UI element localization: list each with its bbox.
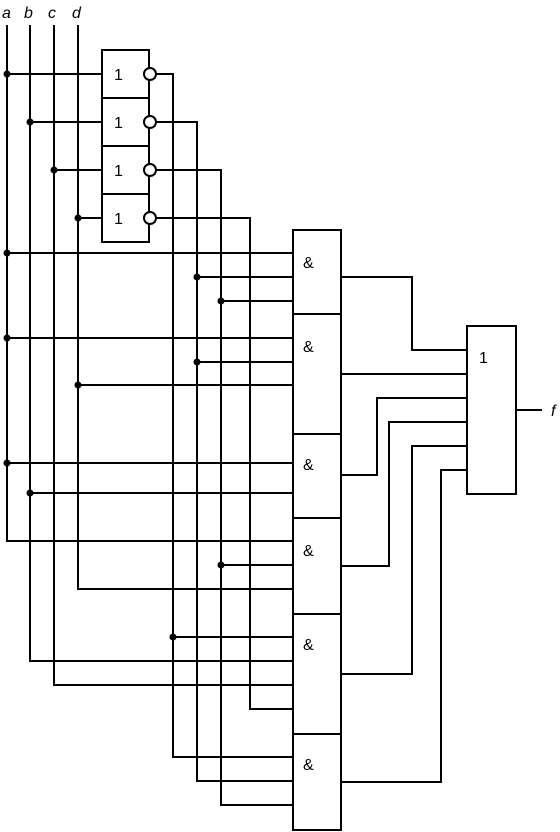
output-label-f: f [551, 403, 557, 420]
inversion-bubble-c [143, 163, 157, 177]
not-gate-d-label: 1 [114, 211, 123, 228]
and-gate-2-label: & [303, 339, 314, 356]
inversion-bubble-d [143, 211, 157, 225]
input-label-b: b [24, 5, 33, 22]
and-output-wires [340, 276, 468, 783]
input-label-c: c [48, 5, 56, 22]
not-gate-a-label: 1 [114, 67, 123, 84]
not-gate-c-label: 1 [114, 163, 123, 180]
or-gate [466, 325, 517, 495]
not-gate-b-label: 1 [114, 115, 123, 132]
and-input-wires [6, 252, 294, 806]
and-gate-1 [292, 229, 342, 315]
and-gate-4-label: & [303, 543, 314, 560]
input-label-d: d [72, 5, 82, 22]
and-gate-3 [292, 433, 342, 519]
inversion-bubble-a [143, 67, 157, 81]
junction-dots [3, 70, 225, 641]
inversion-bubble-b [143, 115, 157, 129]
not-gate-a [101, 49, 150, 99]
and-gate-2 [292, 313, 342, 435]
and-gate-1-label: & [303, 255, 314, 272]
and-gate-6-label: & [303, 757, 314, 774]
and-gate-3-label: & [303, 457, 314, 474]
input-label-a: a [2, 5, 11, 22]
not-gate-d [101, 193, 150, 243]
and-gate-5-label: & [303, 637, 314, 654]
not-gate-b [101, 97, 150, 147]
not-gate-c [101, 145, 150, 195]
and-gate-5 [292, 613, 342, 735]
and-gate-6 [292, 733, 342, 831]
and-gate-4 [292, 517, 342, 615]
or-gate-label: 1 [479, 350, 488, 367]
